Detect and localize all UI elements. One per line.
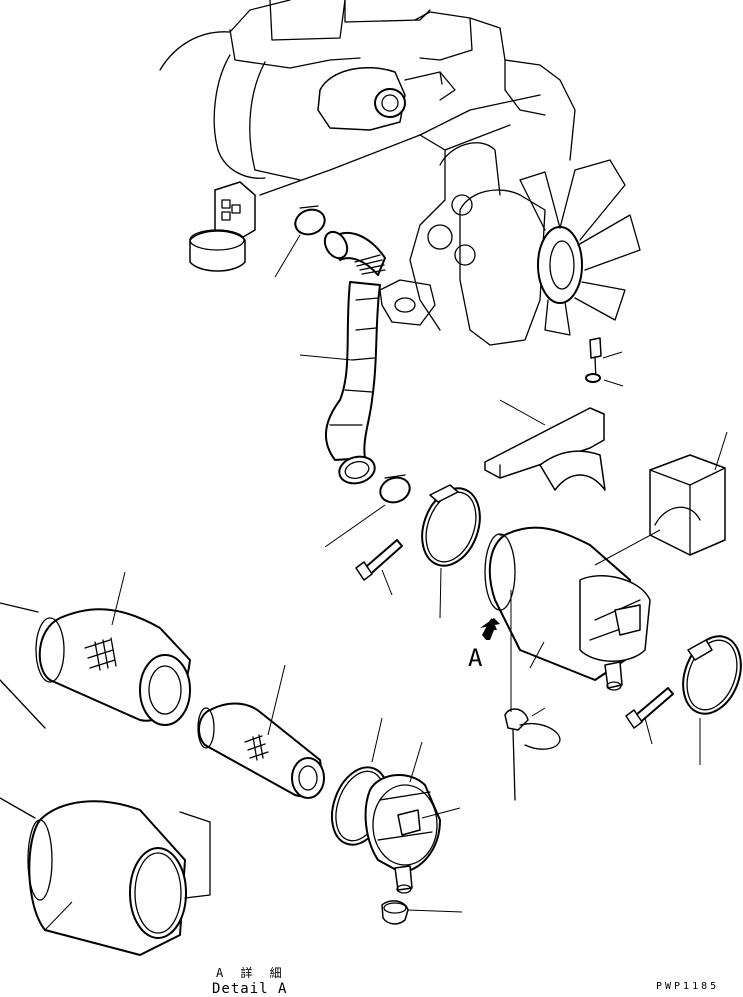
evacuator-valve: [381, 900, 409, 925]
band-clamp-right: [682, 635, 742, 715]
safety-filter-canister: [27, 800, 187, 956]
detail-frame-lines: [0, 602, 211, 899]
detail-caption-japanese: A 詳 細: [216, 966, 287, 980]
band-clamp-left: [421, 484, 481, 567]
mounting-bracket: [484, 407, 606, 491]
engine-mount-bracket: [189, 181, 256, 272]
view-arrow: [480, 618, 500, 640]
inner-filter-element: [197, 702, 325, 799]
intake-hose: [323, 230, 386, 485]
drawing-code: PWP1185: [656, 981, 720, 992]
detail-caption-english: Detail A: [212, 981, 288, 997]
bolt-with-washer: [585, 337, 602, 383]
air-cleaner-assembly: [484, 526, 651, 691]
leader-lines: [44, 234, 728, 931]
dust-indicator: [504, 708, 561, 801]
cover-assembly: [364, 773, 441, 894]
engine-block: [159, 0, 641, 346]
clamp-bolt-left: [355, 539, 403, 581]
hose-clamp-upper: [294, 205, 326, 236]
view-arrow-label: A: [468, 644, 483, 672]
hose-clamp-lower: [379, 474, 411, 504]
rubber-mount-block: [649, 454, 726, 556]
clamp-bolt-right: [625, 687, 674, 729]
outer-filter-element: [35, 608, 191, 726]
